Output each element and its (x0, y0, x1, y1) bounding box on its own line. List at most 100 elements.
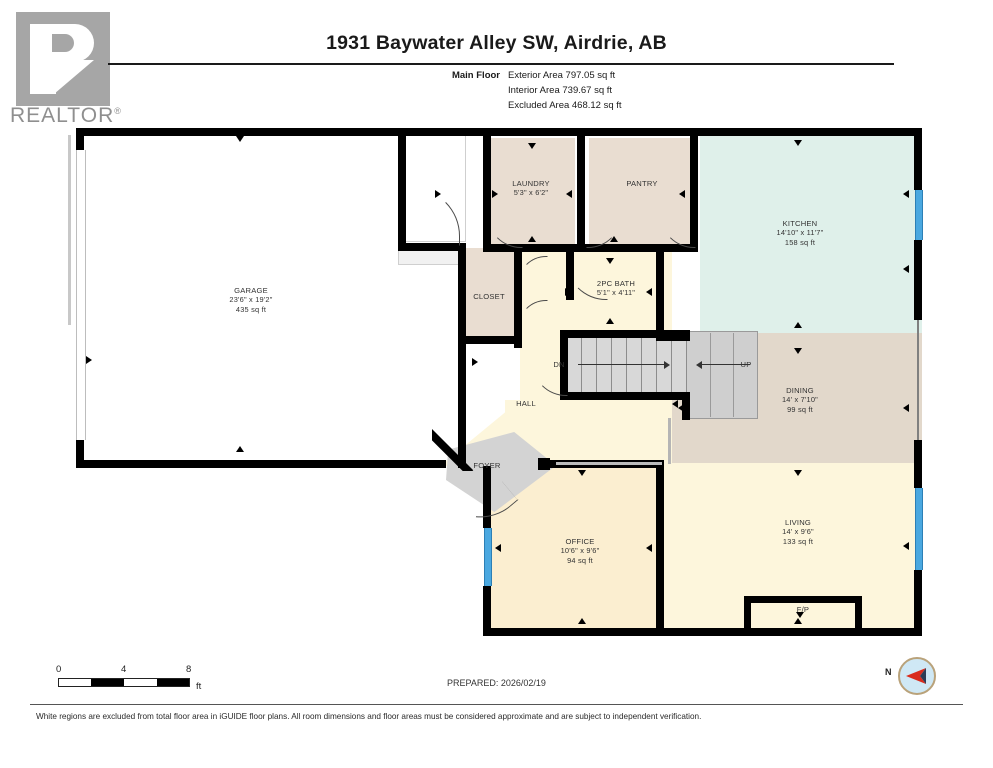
measure-arrow-bath-right (646, 288, 652, 296)
label-dining-name: DINING (786, 386, 814, 395)
wall-kitchen-left (656, 248, 664, 340)
label-kitchen-area: 158 sq ft (784, 237, 816, 247)
label-fireplace: F/P (774, 605, 832, 614)
wall-exterior-right-4 (914, 570, 922, 636)
wall-exterior-bottom-office (483, 628, 668, 636)
wall-fireplace-left (744, 596, 751, 630)
wall-office-left-2 (483, 586, 491, 636)
label-dining-dims: 14' x 7'10" (782, 395, 818, 405)
realtor-logo-r-counter (52, 34, 74, 52)
page-title: 1931 Baywater Alley SW, Airdrie, AB (326, 32, 667, 54)
measure-arrow-living-right (903, 542, 909, 550)
floor-label: Main Floor (451, 70, 500, 81)
measure-arrow-kitchen-top (794, 140, 802, 146)
measure-arrow-office-top (578, 470, 586, 476)
stair-down-arrow-icon (664, 361, 670, 369)
label-dining: DINING 14' x 7'10" 99 sq ft (750, 386, 850, 414)
measure-arrow-laundry-left (492, 190, 498, 198)
room-kitchen (700, 133, 922, 333)
wall-exterior-bottom-living (664, 628, 922, 636)
measure-arrow-bath-bottom (606, 318, 614, 324)
measure-arrow-hall-left (472, 358, 478, 366)
label-stairs-dn-text: DN (553, 360, 565, 369)
measure-arrow-dining-top (794, 348, 802, 354)
measure-arrow-laundry-right (566, 190, 572, 198)
footer-divider (30, 704, 963, 705)
wall-garage-bottom (76, 460, 446, 468)
interior-area: Interior Area 739.67 sq ft (508, 85, 613, 96)
realtor-logo-r-leg (54, 60, 94, 94)
scale-tick-8: 8 (186, 664, 192, 675)
label-kitchen-dims: 14'10" x 11'7" (776, 228, 824, 238)
label-living: LIVING 14' x 9'6" 133 sq ft (748, 518, 848, 546)
measure-arrow-kitchen-bottom (794, 322, 802, 328)
wall-dining-hall-thin (668, 418, 671, 464)
label-2pc-bath-name: 2PC BATH (596, 279, 636, 288)
measure-arrow-kitchen-left (903, 190, 909, 198)
measure-arrow-kitchen-right (903, 265, 909, 273)
label-garage-name: GARAGE (234, 286, 268, 295)
wall-exterior-right-1 (914, 128, 922, 190)
compass-needle-icon (906, 668, 926, 684)
label-garage-dims: 23'6" x 19'2" (229, 295, 273, 305)
label-foyer: FOYER (452, 461, 522, 470)
window-living-right (915, 488, 923, 570)
wall-laundry-bottom (483, 244, 581, 252)
room-living (664, 463, 922, 633)
scale-segment-4 (157, 679, 189, 686)
label-living-name: LIVING (784, 518, 812, 527)
wall-exterior-right-3 (914, 440, 922, 488)
label-laundry-dims: 5'3" x 6'2" (513, 188, 549, 198)
wall-garage-right-upper (398, 128, 406, 248)
label-closet: CLOSET (462, 292, 516, 301)
label-garage-area: 435 sq ft (235, 304, 267, 314)
label-foyer-name: FOYER (473, 461, 501, 470)
title-divider (108, 63, 894, 65)
wall-pantry-bottom (577, 244, 698, 252)
wall-garage-right-lower (458, 243, 466, 468)
measure-arrow-pantry-right (679, 190, 685, 198)
measure-arrow-dining-left (672, 400, 678, 408)
wall-exterior-top (76, 128, 922, 136)
label-stairs-up-text: UP (740, 360, 752, 369)
label-hall-name: HALL (516, 399, 536, 408)
label-office-area: 94 sq ft (567, 555, 593, 565)
label-2pc-bath: 2PC BATH 5'1" x 4'11" (573, 279, 659, 298)
measure-arrow-garage-bottom (236, 446, 244, 452)
label-pantry-name: PANTRY (626, 179, 658, 188)
measure-arrow-laundry-bottom (528, 236, 536, 242)
wall-garage-step-bottom (398, 243, 466, 251)
measure-arrow-garage-left (86, 356, 92, 364)
wall-closet-right (514, 248, 522, 348)
label-laundry: LAUNDRY 5'3" x 6'2" (492, 179, 570, 198)
wall-fireplace-top (744, 596, 862, 603)
measure-arrow-office-right (646, 544, 652, 552)
disclaimer-text: White regions are excluded from total fl… (36, 712, 702, 721)
scale-segment-2 (91, 679, 124, 686)
wall-dining-left-lower (682, 392, 690, 420)
window-kitchen-right (915, 190, 923, 240)
wall-closet-left (458, 243, 466, 343)
label-stairs-up: UP (735, 360, 757, 369)
label-kitchen: KITCHEN 14'10" x 11'7" 158 sq ft (748, 219, 852, 247)
scale-bar (58, 678, 190, 687)
wall-exterior-right-2 (914, 240, 922, 320)
wall-closet-bottom (458, 336, 522, 344)
wall-bath-bottom (566, 330, 662, 338)
realtor-logo: REALTOR® (8, 8, 122, 127)
compass-north-label: N (885, 667, 892, 677)
label-kitchen-name: KITCHEN (782, 219, 818, 228)
measure-arrow-garage-entry (435, 190, 441, 198)
measure-arrow-garage-top (236, 136, 244, 142)
label-living-area: 133 sq ft (782, 536, 814, 546)
measure-arrow-fireplace (796, 612, 804, 618)
wall-foyer-jamb (538, 458, 550, 470)
wall-fireplace-right (855, 596, 862, 630)
label-dining-area: 99 sq ft (787, 404, 813, 414)
exterior-area: Exterior Area 797.05 sq ft (508, 70, 616, 81)
stair-treads-up (688, 333, 756, 417)
label-hall: HALL (500, 399, 552, 408)
label-office-dims: 10'6" x 9'6" (560, 546, 600, 556)
label-2pc-bath-dims: 5'1" x 4'11" (596, 288, 636, 298)
registered-trademark-icon: ® (114, 106, 122, 116)
